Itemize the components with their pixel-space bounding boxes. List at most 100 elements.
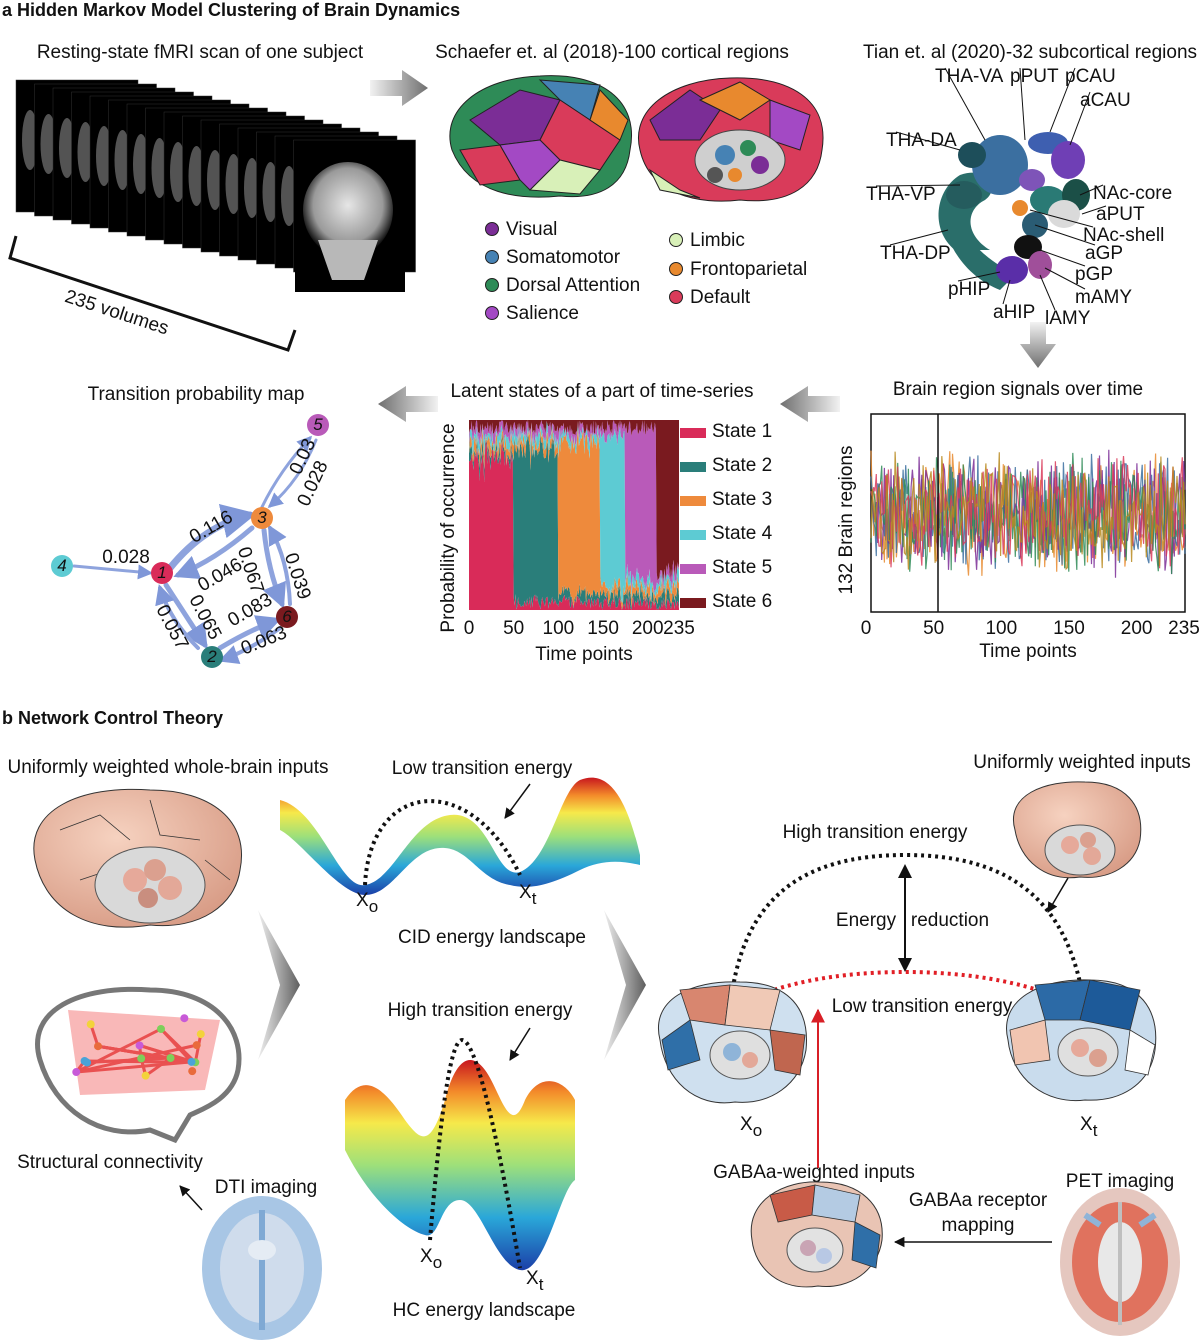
region-label: THA-VA: [935, 66, 1004, 87]
region-label: mAMY: [1075, 287, 1132, 308]
connectome-edge: [159, 1027, 197, 1064]
state-brain-xt: [1006, 979, 1157, 1102]
signals-title: Brain region signals over time: [893, 379, 1143, 400]
cid-path: [363, 799, 522, 886]
legend-dot: [485, 250, 499, 264]
right-x0: Xo: [740, 1114, 762, 1140]
connectome-node: [86, 1020, 95, 1029]
transition-node: 4: [51, 555, 73, 577]
hc-landscape: [345, 1060, 575, 1271]
signals-x-tick: 150: [1053, 618, 1085, 639]
state-area: [469, 425, 679, 610]
state-label: State 2: [712, 455, 772, 476]
uniform-brain-right: [1012, 781, 1142, 879]
fmri-volume-stack: [15, 79, 416, 292]
cid-landscape: [280, 777, 640, 895]
state-swatch: [680, 564, 706, 574]
panel-a-heading: a Hidden Markov Model Clustering of Brai…: [2, 0, 460, 20]
state-area: [469, 421, 679, 603]
connectome-edge: [76, 1060, 192, 1074]
svg-text:4: 4: [57, 556, 66, 575]
pet-scan: [1060, 1188, 1180, 1336]
latent-x-tick: 235: [663, 618, 695, 639]
svg-text:3: 3: [257, 508, 267, 527]
transition-node: 2: [201, 646, 223, 668]
transition-title: Transition probability map: [88, 384, 305, 405]
region-leader: [957, 271, 1001, 282]
region-leader: [1044, 267, 1086, 290]
high-energy-label: High transition energy: [783, 822, 968, 843]
signal-trace: [870, 451, 1186, 571]
flow-arrow-down: [1020, 322, 1056, 368]
energy-label: Energy: [836, 910, 897, 931]
state-swatch: [680, 530, 706, 540]
state-area: [469, 420, 679, 582]
uniform-inputs-arrow: [1047, 877, 1069, 913]
svg-text:5: 5: [313, 415, 323, 434]
region-leader: [1034, 224, 1096, 246]
signals-xlabel: Time points: [979, 641, 1077, 662]
region-label: THA-DP: [880, 243, 951, 264]
state-label: State 6: [712, 591, 772, 612]
state-swatch: [680, 462, 706, 472]
dti-scan: [202, 1196, 322, 1340]
region-label: pHIP: [948, 279, 990, 300]
region-label: aGP: [1085, 243, 1123, 264]
gaba-inputs-label: GABAa-weighted inputs: [713, 1162, 915, 1183]
region-leader: [1019, 67, 1026, 141]
legend-dot: [669, 290, 683, 304]
connectome-node: [141, 1071, 150, 1080]
svg-text:2: 2: [206, 647, 217, 666]
svg-text:1: 1: [157, 563, 166, 582]
uniform-inputs-label: Uniformly weighted inputs: [973, 752, 1191, 773]
flow-arrow-1: [370, 70, 428, 106]
volumes-bracket: [8, 235, 297, 352]
connectome-node: [192, 1041, 201, 1050]
state-swatch: [680, 428, 706, 438]
region-label: aPUT: [1096, 204, 1145, 225]
region-label: lAMY: [1045, 308, 1091, 329]
signals-x-tick: 100: [985, 618, 1017, 639]
signal-trace: [870, 456, 1186, 569]
chevron-1: [258, 910, 300, 1060]
connectome-node: [166, 1053, 175, 1062]
cortical-brain-right: [638, 77, 824, 202]
legend-dot: [485, 278, 499, 292]
state-swatch: [680, 496, 706, 506]
region-leader: [1002, 279, 1011, 305]
connectome-node: [156, 1024, 165, 1033]
latent-x-tick: 100: [543, 618, 575, 639]
uniform-whole-label: Uniformly weighted whole-brain inputs: [7, 757, 328, 778]
state-label: State 3: [712, 489, 772, 510]
connectome-node: [196, 1030, 205, 1039]
latent-ylabel: Probability of occurrence: [438, 423, 459, 632]
region-label: NAc-shell: [1083, 225, 1164, 246]
latent-title: Latent states of a part of time-series: [450, 381, 753, 402]
connectome-node: [137, 1054, 146, 1063]
connectome-edge: [97, 1044, 196, 1064]
fmri-front-slice: [295, 144, 405, 292]
cid-xt: Xt: [519, 882, 537, 908]
latent-xlabel: Time points: [535, 644, 633, 665]
structural-connectivity-brain: [35, 986, 242, 1144]
subcortical-atlas: [938, 132, 1090, 290]
connectome-node: [94, 1042, 103, 1051]
signals-x-tick: 50: [923, 618, 944, 639]
connectome-node: [72, 1068, 81, 1077]
region-label: pGP: [1075, 264, 1113, 285]
region-leader: [1079, 184, 1104, 196]
region-leader: [875, 184, 961, 187]
signals-x-tick: 200: [1121, 618, 1153, 639]
region-label: aCAU: [1080, 90, 1131, 111]
region-leader: [1029, 209, 1094, 228]
cid-landscape-label: CID energy landscape: [398, 927, 586, 948]
state-area: [469, 432, 679, 610]
region-leader: [895, 131, 961, 151]
edge-label: 0.057: [151, 601, 192, 653]
cortical-brain-left: [449, 75, 632, 198]
signals-traces: [870, 449, 1186, 578]
